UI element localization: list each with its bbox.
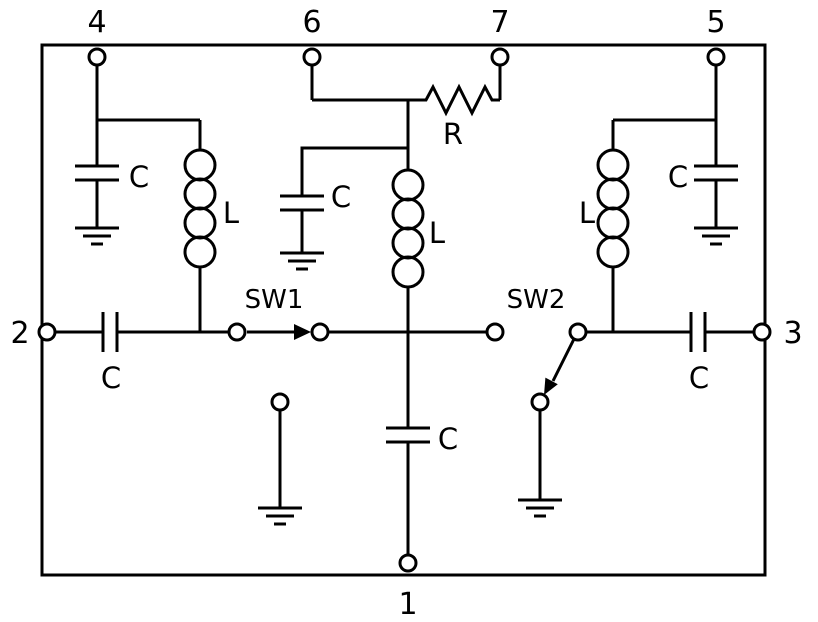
inductor-left-loop xyxy=(183,206,217,240)
switch-sw2 xyxy=(485,322,588,412)
terminal-7-label: 7 xyxy=(490,5,509,40)
switch-sw2-blade xyxy=(551,338,576,382)
capacitor-series-right-label: C xyxy=(689,361,709,395)
inductor-left-loop xyxy=(183,148,217,182)
terminal-6-node xyxy=(302,47,322,67)
terminal-4-node xyxy=(87,47,107,67)
ground-symbol-center xyxy=(280,251,324,271)
terminal-6-label: 6 xyxy=(302,5,321,40)
inductor-left xyxy=(183,148,217,269)
switch-sw1-contact-main xyxy=(310,322,330,342)
inductor-left-label: L xyxy=(223,196,239,230)
capacitor-series-right xyxy=(689,312,707,352)
switch-sw1-label: SW1 xyxy=(245,285,304,315)
terminal-1-label: 1 xyxy=(398,587,417,622)
inductor-right-loop xyxy=(596,177,630,211)
inductor-right-loop xyxy=(596,206,630,240)
switch-sw1 xyxy=(227,322,330,412)
inductor-right-label: L xyxy=(579,196,595,230)
inductor-right xyxy=(596,148,630,269)
capacitor-top-left xyxy=(75,164,119,182)
terminal-3-node xyxy=(752,322,772,342)
resistor-label: R xyxy=(443,117,463,151)
inductor-right-loop xyxy=(596,148,630,182)
capacitor-bottom-center xyxy=(386,426,430,444)
capacitor-top-right-label: C xyxy=(668,160,688,194)
terminal-5-label: 5 xyxy=(706,5,725,40)
switch-sw2-contact-ground xyxy=(530,392,550,412)
terminal-5-node xyxy=(706,47,726,67)
terminal-2-label: 2 xyxy=(10,316,29,351)
inductor-center-loop xyxy=(391,197,425,231)
terminal-2-node xyxy=(37,322,57,342)
terminal-4-label: 4 xyxy=(87,5,106,40)
terminal-3-label: 3 xyxy=(783,316,802,351)
switch-sw2-label: SW2 xyxy=(507,285,566,315)
switch-sw1-arrowhead xyxy=(294,324,311,340)
switch-sw2-common-node xyxy=(568,322,588,342)
terminal-7-node xyxy=(490,47,510,67)
capacitor-top-right xyxy=(694,164,738,182)
inductor-center xyxy=(391,168,425,289)
capacitor-top-left-label: C xyxy=(129,160,149,194)
inductor-left-loop xyxy=(183,235,217,269)
switch-sw1-common-node xyxy=(227,322,247,342)
ground-symbol-right xyxy=(694,226,738,246)
switch-sw1-contact-ground xyxy=(270,392,290,412)
capacitor-series-left xyxy=(101,312,119,352)
capacitor-center-label: C xyxy=(331,180,351,214)
ground-symbol-sw2 xyxy=(518,498,562,518)
inductor-center-loop xyxy=(391,255,425,289)
switch-sw2-contact-main xyxy=(485,322,505,342)
inductor-center-label: L xyxy=(429,216,445,250)
inductor-center-loop xyxy=(391,168,425,202)
switch-sw2-arrowhead xyxy=(544,377,558,395)
inductor-right-loop xyxy=(596,235,630,269)
capacitor-series-left-label: C xyxy=(101,361,121,395)
resistor-zigzag xyxy=(418,83,500,117)
capacitor-bottom-label: C xyxy=(438,422,458,456)
capacitor-center xyxy=(280,194,324,212)
enclosure-outline xyxy=(40,43,767,577)
terminal-1-node xyxy=(398,553,418,573)
ground-symbol-left xyxy=(75,226,119,246)
inductor-center-loop xyxy=(391,226,425,260)
inductor-left-loop xyxy=(183,177,217,211)
wire-network xyxy=(55,65,754,555)
ground-symbol-sw1 xyxy=(258,506,302,526)
